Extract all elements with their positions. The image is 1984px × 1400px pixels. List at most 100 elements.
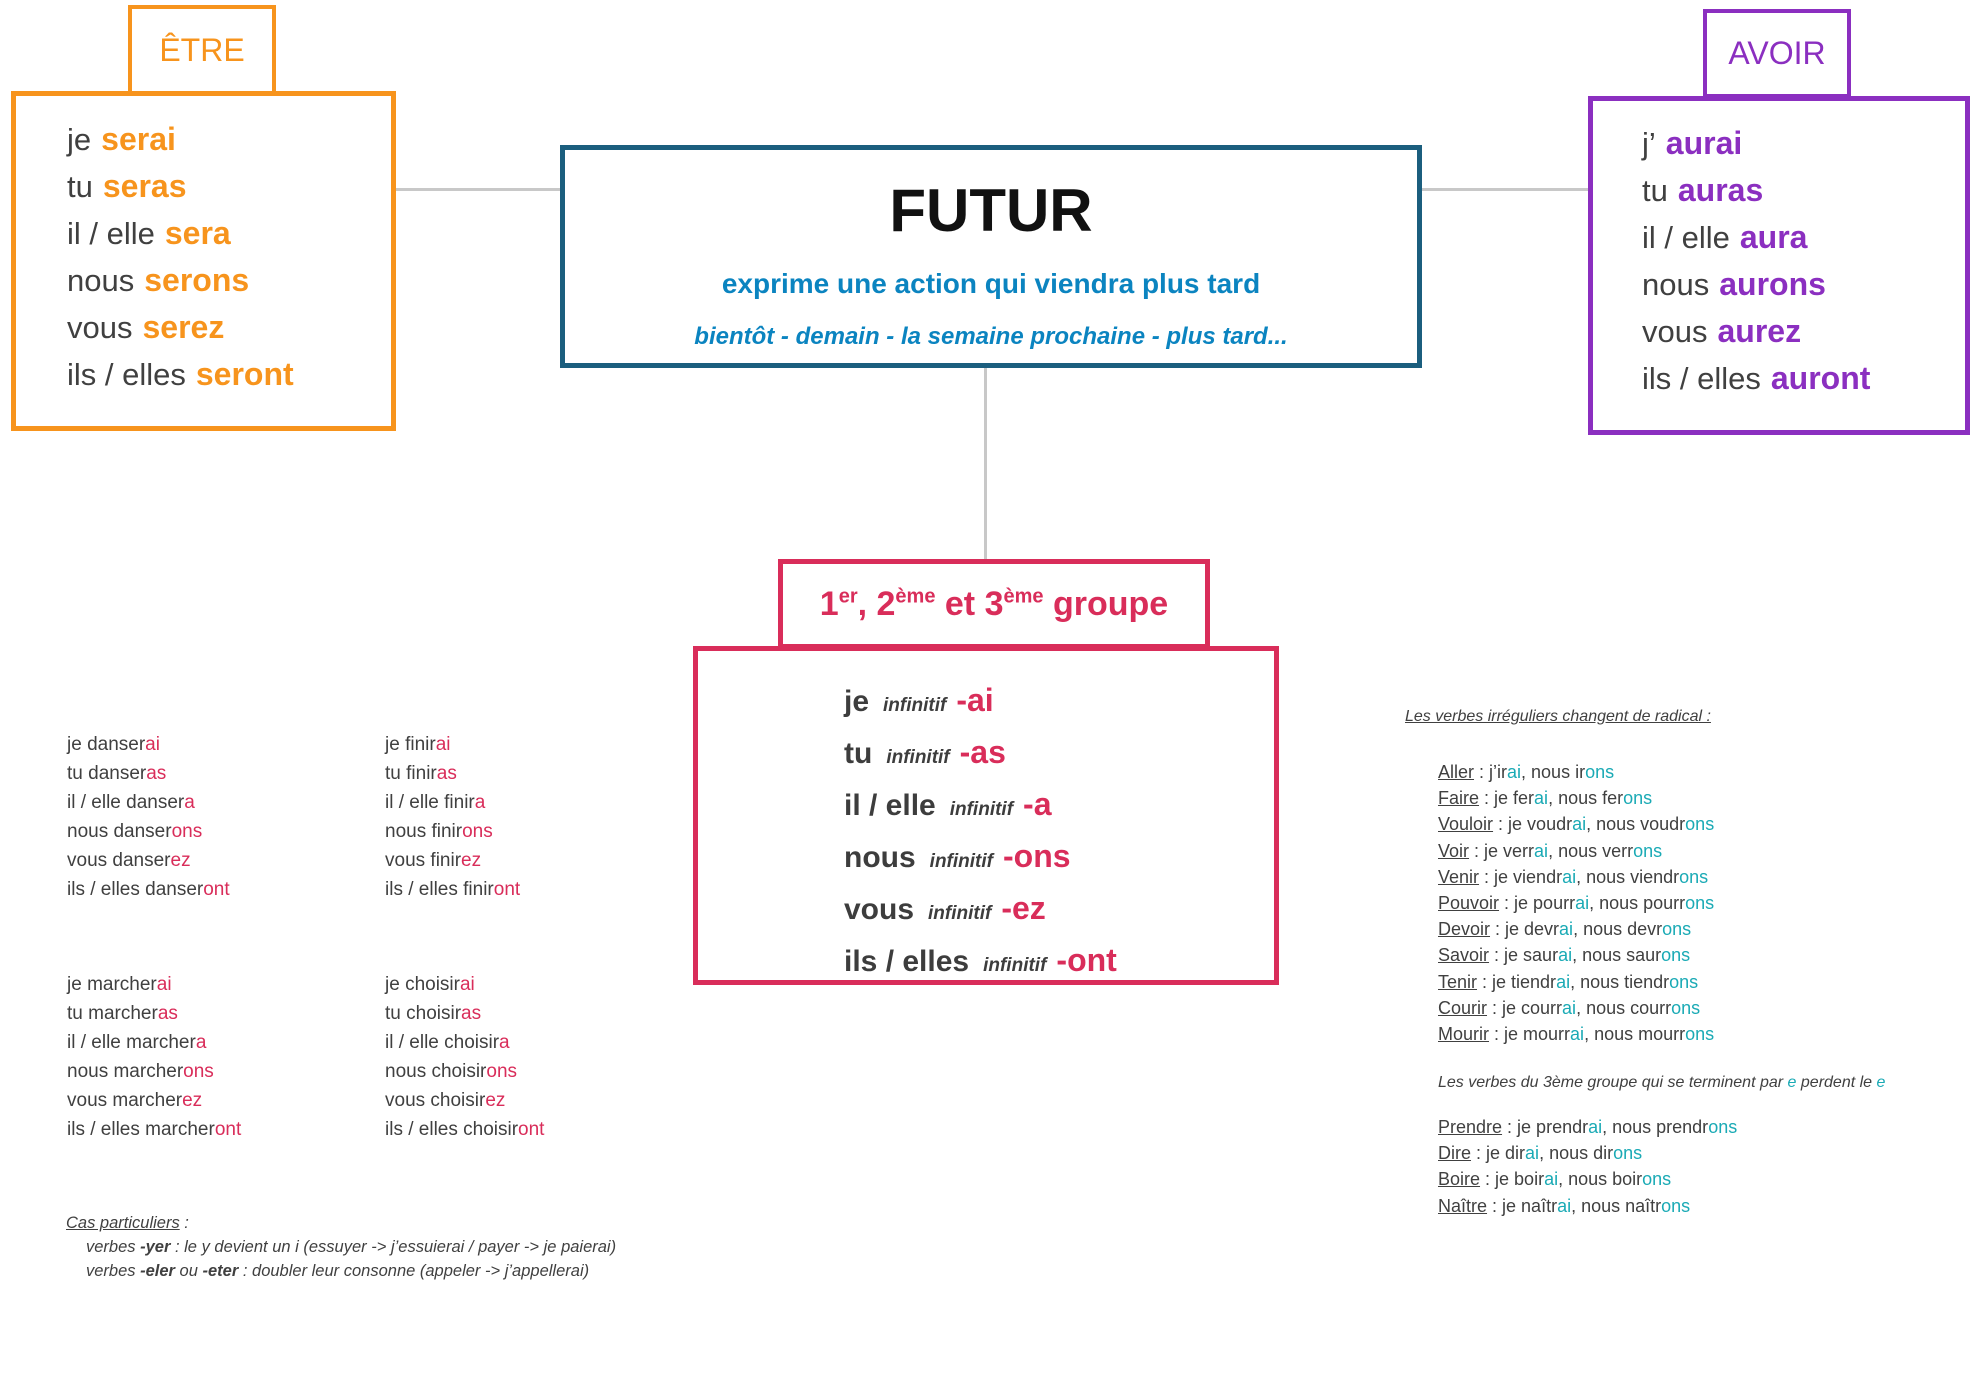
- stem: il / elle danser: [67, 792, 185, 813]
- irregular-verb-row: Aller : j’irai, nous irons: [1438, 759, 1714, 785]
- infinitif-label: infinitif: [983, 955, 1047, 976]
- example-row: ils / elles finiront: [385, 875, 520, 904]
- pronoun: je: [844, 685, 870, 718]
- irregular-verb-row: Dire : je dirai, nous dirons: [1438, 1140, 1737, 1166]
- form-text: : je verr: [1469, 840, 1535, 861]
- stem: tu finir: [385, 763, 437, 784]
- stem: vous marcher: [67, 1090, 183, 1111]
- ending: ons: [1685, 1024, 1715, 1045]
- stem: nous finir: [385, 821, 463, 842]
- stem: il / elle marcher: [67, 1032, 196, 1053]
- avoir-box: [1588, 96, 1970, 435]
- ending: ont: [214, 1119, 242, 1140]
- irregular-verb-row: Naître : je naîtrai, nous naîtrons: [1438, 1193, 1737, 1219]
- ending: ai: [156, 974, 172, 995]
- example-row: nous finirons: [385, 817, 520, 846]
- ending: ai: [1544, 1169, 1559, 1190]
- pronoun: tu: [844, 737, 873, 770]
- form-text: : je voudr: [1493, 814, 1573, 835]
- verb-form: aurons: [1719, 266, 1826, 302]
- note-text: Les verbes du 3ème groupe qui se termine…: [1438, 1074, 1788, 1091]
- form-text: , nous viendr: [1576, 866, 1680, 887]
- pronoun: ils / elles: [844, 945, 970, 978]
- irregular-verb-row: Savoir : je saurai, nous saurons: [1438, 942, 1714, 968]
- avoir-row: j’aurai: [1642, 120, 1870, 167]
- stem: nous danser: [67, 821, 172, 842]
- example-row: je finirai: [385, 730, 520, 759]
- cas-text: verbes: [86, 1238, 141, 1256]
- futur-examples: bientôt - demain - la semaine prochaine …: [694, 323, 1288, 350]
- cas-text: : le y devient un i (essuyer -> j’essuie…: [170, 1238, 617, 1256]
- ending: ons: [486, 1061, 518, 1082]
- pronoun: nous: [1642, 267, 1710, 302]
- stem: ils / elles danser: [67, 879, 204, 900]
- ending: ons: [1613, 1143, 1643, 1164]
- verb-name: Prendre: [1438, 1117, 1503, 1137]
- pronoun: il / elle: [1642, 220, 1730, 255]
- example-row: tu finiras: [385, 759, 520, 788]
- ending: ons: [1679, 866, 1709, 887]
- groupe-title-part: , 2: [857, 584, 896, 623]
- pronoun: vous: [1642, 314, 1708, 349]
- ending: -as: [959, 734, 1006, 770]
- stem: je choisir: [385, 974, 460, 995]
- ending: ont: [203, 879, 230, 900]
- example-row: tu danseras: [67, 759, 230, 788]
- verb-name: Courir: [1438, 997, 1488, 1018]
- stem: tu marcher: [67, 1003, 158, 1024]
- pronoun: tu: [67, 169, 93, 204]
- ending: ai: [145, 734, 160, 755]
- futur-title: FUTUR: [889, 177, 1093, 244]
- ending: ai: [1558, 945, 1573, 966]
- verb-form: seront: [195, 356, 294, 392]
- form-text: , nous pourr: [1589, 893, 1686, 914]
- infinitif-label: infinitif: [929, 851, 993, 872]
- cas-text: ou: [174, 1262, 203, 1280]
- ending: ons: [1669, 971, 1699, 992]
- irregular-verb-row: Boire : je boirai, nous boirons: [1438, 1166, 1737, 1192]
- verb-name: Devoir: [1438, 919, 1491, 940]
- irregular-verb-row: Vouloir : je voudrai, nous voudrons: [1438, 811, 1714, 837]
- ending: ons: [1671, 997, 1701, 1018]
- pronoun: tu: [1642, 173, 1668, 208]
- ending: ai: [1556, 971, 1571, 992]
- ending: ons: [1708, 1117, 1738, 1137]
- ending: a: [474, 792, 486, 813]
- ending: ai: [459, 974, 475, 995]
- verb-name: Venir: [1438, 866, 1480, 887]
- form-text: : je boir: [1480, 1169, 1545, 1190]
- groupe-title-sup: er: [838, 585, 858, 608]
- form-text: : je dir: [1471, 1143, 1526, 1164]
- verb-form: serons: [144, 262, 250, 298]
- example-row: il / elle finira: [385, 788, 520, 817]
- irregular-verb-row: Devoir : je devrai, nous devrons: [1438, 916, 1714, 942]
- form-text: , nous saur: [1572, 945, 1662, 966]
- pronoun: ils / elles: [1642, 361, 1761, 396]
- groupe-title-part: groupe: [1043, 584, 1169, 623]
- example-row: vous finirez: [385, 846, 520, 875]
- stem: ils / elles choisir: [385, 1119, 519, 1140]
- ending: ons: [171, 821, 203, 842]
- etre-title: ÊTRE: [159, 31, 245, 68]
- verb-name: Vouloir: [1438, 814, 1494, 835]
- form-text: , nous mourr: [1584, 1024, 1686, 1045]
- ending: ons: [1662, 919, 1692, 940]
- form-text: , nous devr: [1573, 919, 1663, 940]
- verb-form: sera: [164, 215, 231, 251]
- irregular-verb-row: Faire : je ferai, nous ferons: [1438, 785, 1714, 811]
- futur-subtitle: exprime une action qui viendra plus tard: [721, 268, 1261, 299]
- ending: -ons: [1002, 838, 1071, 874]
- verb-form: seras: [102, 168, 187, 204]
- verb-form: serai: [101, 121, 176, 157]
- irregular-verb-row: Pouvoir : je pourrai, nous pourrons: [1438, 890, 1714, 916]
- infinitif-label: infinitif: [883, 695, 947, 716]
- infinitif-label: infinitif: [928, 903, 992, 924]
- avoir-title-tab: AVOIR: [1703, 9, 1851, 98]
- cas-colon: :: [179, 1214, 189, 1232]
- ending: ons: [183, 1061, 214, 1082]
